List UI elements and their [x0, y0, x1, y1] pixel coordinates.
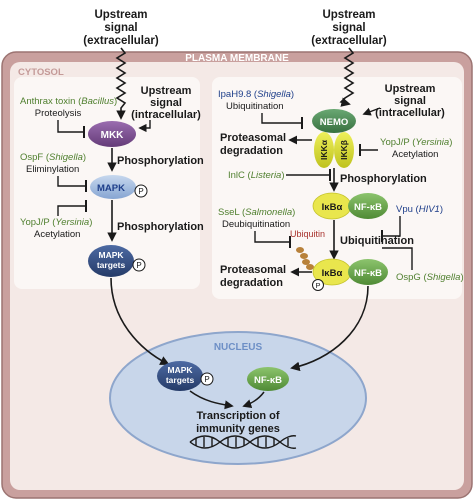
proteasomal-2-line1: Proteasomal — [220, 264, 286, 276]
yopj-left-inhibition-line — [57, 205, 86, 216]
phospho-badge-nucleus — [200, 372, 214, 386]
right-upstream-intra-line2: signal — [394, 95, 426, 107]
ospg-inhibition-line — [382, 247, 413, 270]
phospho-badge-nucleus-label: P — [204, 375, 209, 384]
upstream-left-line1: Upstream — [94, 9, 147, 21]
anthrax-inhibition-line — [57, 120, 84, 133]
phospho-badge-mapk — [134, 184, 148, 198]
nucleus-nfkb-node — [247, 367, 289, 391]
ubiquitination-label: Ubiquitination — [340, 235, 414, 247]
phospho-badge-mapk-label: P — [138, 187, 143, 196]
left-intra-arrow — [138, 120, 151, 133]
nucleus-nfkb-label: NF-κB — [254, 375, 282, 386]
proteasomal-1-line1: Proteasomal — [220, 132, 286, 144]
yopj-right-label: YopJ/P (Yersinia) — [380, 137, 452, 148]
upstream-right-line1: Upstream — [322, 9, 375, 21]
mkk-label: MKK — [101, 130, 125, 141]
left-upstream-intra-line2: signal — [150, 97, 182, 109]
ipah-label: IpaH9.8 (Shigella) — [218, 89, 294, 100]
vpu-inhibition-line — [382, 216, 401, 237]
ikka-node — [314, 132, 334, 168]
nucleus-mapk-targets-node — [157, 361, 203, 391]
phosphorylation-label-2: Phosphorylation — [117, 221, 204, 233]
upstream-left-line3: (extracellular) — [83, 35, 159, 47]
phosphorylation-label-right: Phosphorylation — [340, 173, 427, 185]
right-intra-arrow — [362, 107, 381, 116]
phospho-badge-ikba-label: P — [315, 281, 320, 290]
ssel-label: SseL (Salmonella) — [218, 207, 295, 218]
ospf-action: Eliminylation — [26, 164, 79, 175]
upstream-left-line2: signal — [104, 22, 137, 34]
nucleus-mapk-targets-line1: MAPK — [167, 365, 193, 375]
left-upstream-intra-line3: (intracellular) — [131, 109, 201, 121]
phospho-badge-targets — [132, 258, 146, 272]
ikba-label-bottom: IκBα — [322, 268, 343, 279]
wavy-signal-arrow-right-icon — [339, 47, 355, 107]
mapk-targets-node — [88, 245, 134, 277]
nfkb-label-top: NF-κB — [354, 202, 382, 213]
ospf-label: OspF (Shigella) — [20, 152, 86, 163]
ospf-inhibition-line — [57, 176, 86, 187]
left-upstream-intra-line1: Upstream — [141, 85, 192, 97]
mkk-node — [88, 121, 136, 147]
nfkb-label-bottom: NF-κB — [354, 268, 382, 279]
targets-to-nucleus-arrow — [110, 277, 170, 365]
nfkb-to-nucleus-arrow — [290, 285, 369, 372]
nfkb-node-bottom — [348, 259, 388, 285]
right-upstream-intra-line1: Upstream — [385, 83, 436, 95]
ikka-label: IKKα — [319, 139, 329, 160]
yopj-left-label: YopJ/P (Yersinia) — [20, 217, 92, 228]
ikkb-label: IKKβ — [339, 140, 349, 160]
anthrax-label: Anthrax toxin (Bacillus) — [20, 96, 117, 107]
proteasomal-2-line2: degradation — [220, 277, 283, 289]
upstream-right-line2: signal — [332, 22, 365, 34]
mapk-node — [90, 175, 136, 199]
nemo-label: NEMO — [320, 117, 349, 128]
wavy-signal-arrow-left-icon — [115, 47, 127, 120]
proteasomal-1-line2: degradation — [220, 145, 283, 157]
mapk-targets-line1: MAPK — [98, 250, 124, 260]
ubiquitin-chain-icon — [296, 247, 314, 270]
ipah-action: Ubiquitination — [226, 101, 284, 112]
transcription-line2: immunity genes — [196, 423, 280, 435]
ipah-inhibition-line — [261, 113, 302, 124]
nucleus-label: NUCLEUS — [214, 342, 263, 353]
mapk-label: MAPK — [97, 183, 125, 194]
transcription-line1: Transcription of — [196, 410, 279, 422]
plasma-membrane-label: PLASMA MEMBRANE — [185, 53, 289, 64]
cytosol-label: CYTOSOL — [18, 67, 64, 78]
ubiquitin-label: Ubiquitin — [290, 229, 325, 239]
vpu-label: Vpu (HIV1) — [396, 204, 443, 215]
phospho-badge-targets-label: P — [136, 261, 141, 270]
nfkb-node-top — [348, 193, 388, 219]
nfkb-to-transcription-arrow — [242, 391, 265, 408]
yopj-right-action: Acetylation — [392, 149, 438, 160]
phospho-badge-ikba — [312, 279, 324, 291]
anthrax-action: Proteolysis — [35, 108, 82, 119]
ikkb-node — [334, 132, 354, 168]
mapk-targets-line2: targets — [97, 260, 126, 270]
phosphorylation-label-1: Phosphorylation — [117, 155, 204, 167]
ospg-label: OspG (Shigella) — [396, 272, 464, 283]
right-upstream-intra-line3: (intracellular) — [375, 107, 445, 119]
ssel-action: Deubiquitination — [222, 219, 290, 230]
nucleus-mapk-targets-line2: targets — [166, 375, 195, 385]
nemo-node — [312, 109, 356, 133]
ikba-label-top: IκBα — [322, 202, 343, 213]
yopj-left-action: Acetylation — [34, 229, 80, 240]
targets-to-transcription-arrow — [189, 390, 234, 410]
ssel-inhibition-line — [254, 231, 290, 243]
inlc-label: InlC (Listeria) — [228, 170, 285, 181]
dna-helix-icon — [189, 435, 297, 449]
upstream-right-line3: (extracellular) — [311, 35, 387, 47]
